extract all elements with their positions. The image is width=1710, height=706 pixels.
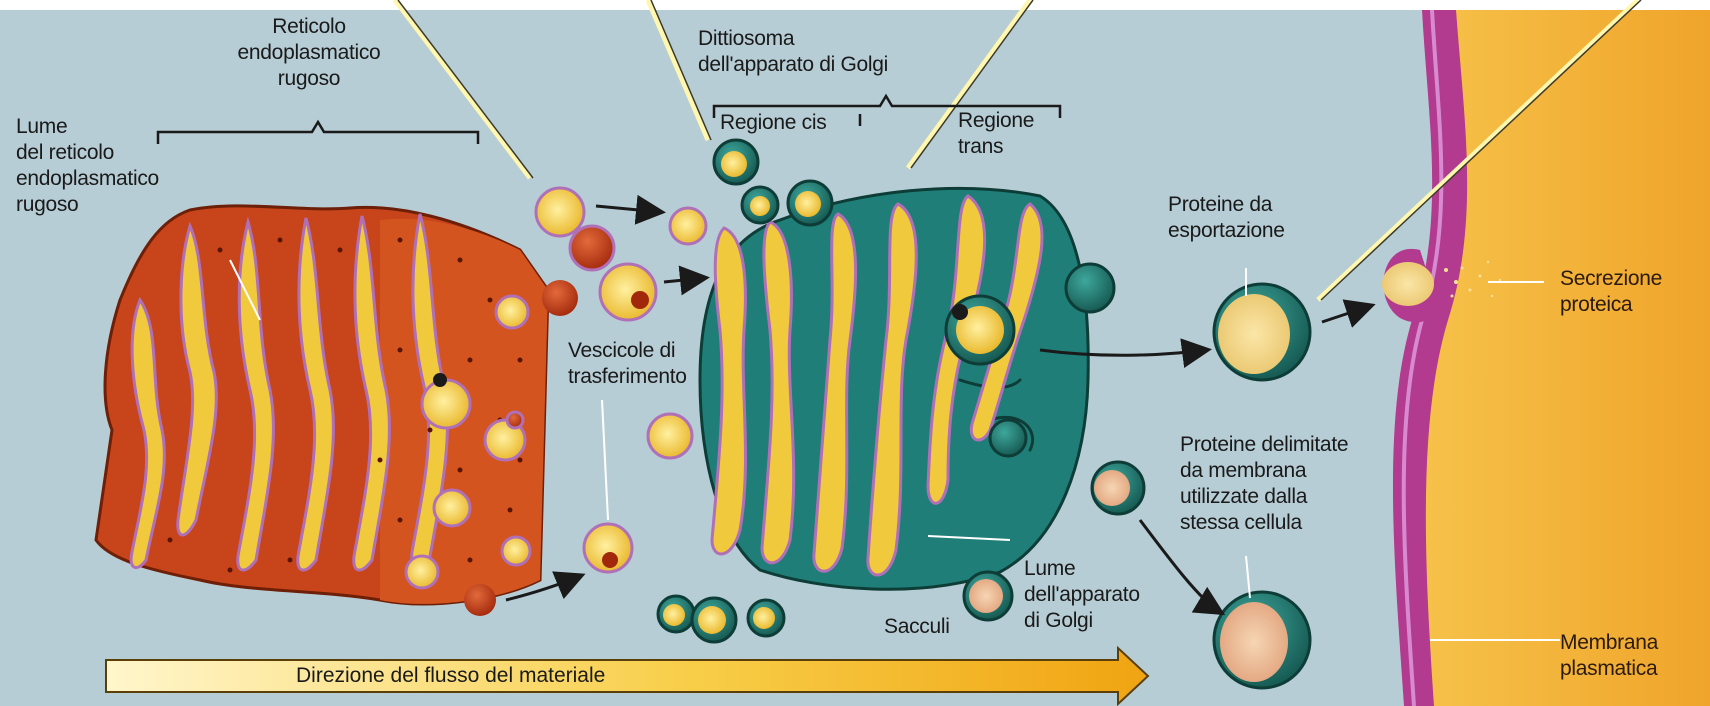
label-protein-secretion: Secrezione proteica [1560,266,1662,318]
label-trans-region: Regione trans [958,108,1034,160]
label-dictyosome: Dittiosoma dell'apparato di Golgi [698,26,888,78]
rough-er [96,206,578,616]
label-rer-lumen: Lume del reticolo endoplasmatico rugoso [16,114,159,218]
label-golgi-lumen: Lume dell'apparato di Golgi [1024,556,1140,634]
label-sacculi: Sacculi [884,614,950,640]
label-export-proteins: Proteine da esportazione [1168,192,1285,244]
label-rough-er: Reticolo endoplasmatico rugoso [224,14,394,92]
label-transfer-vesicles: Vescicole di trasferimento [568,338,687,390]
label-membrane-proteins: Proteine delimitate da membrana utilizza… [1180,432,1348,536]
label-flow-direction: Direzione del flusso del materiale [296,664,605,688]
export-vesicle [1214,284,1310,380]
label-cis-region: Regione cis [720,110,826,136]
label-plasma-membrane: Membrana plasmatica [1560,630,1658,682]
